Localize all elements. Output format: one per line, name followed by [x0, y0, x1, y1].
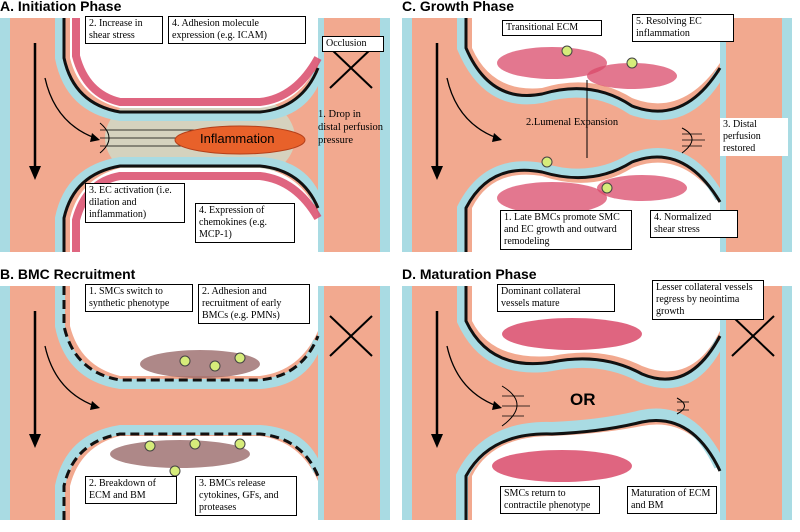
callout-occlusion: Occlusion: [322, 36, 384, 52]
callout-transitional-ecm: Transitional ECM: [502, 20, 602, 36]
panel-title: D. Maturation Phase: [402, 266, 537, 282]
callout-dominant-collateral: Dominant collateral vessels mature: [497, 284, 615, 312]
callout-resolving-inflammation: 5. Resolving EC inflammation: [632, 14, 734, 42]
callout-shear-stress: 2. Increase in shear stress: [85, 16, 163, 44]
vessel-scene: 1. SMCs switch to synthetic phenotype 2.…: [0, 284, 390, 520]
label-or: OR: [570, 390, 596, 409]
callout-normalized-shear: 4. Normalized shear stress: [650, 210, 738, 238]
vessel-scene: Transitional ECM 5. Resolving EC inflamm…: [402, 14, 792, 252]
panel-growth: C. Growth Phase: [402, 0, 792, 252]
label-lumenal-expansion: 2.Lumenal Expansion: [526, 117, 619, 128]
callout-smc-switch: 1. SMCs switch to synthetic phenotype: [85, 284, 193, 312]
vessel-scene: OR Dominant collateral vessels mature Le…: [402, 280, 792, 520]
callout-adhesion-bmc: 2. Adhesion and recruitment of early BMC…: [198, 284, 310, 324]
callout-adhesion-molecule: 4. Adhesion molecule expression (e.g. IC…: [168, 16, 306, 44]
vessel-illustration: [0, 286, 390, 520]
panel-title: C. Growth Phase: [402, 0, 515, 14]
callout-distal-perfusion: 3. Distal perfusion restored: [720, 118, 788, 156]
inflammation-label: Inflammation: [200, 131, 275, 146]
panel-maturation: D. Maturation Phase: [402, 266, 792, 520]
callout-bmc-release: 3. BMCs release cytokines, GFs, and prot…: [195, 476, 297, 516]
panel-bmc-recruitment: B. BMC Recruitment: [0, 266, 390, 520]
callout-maturation-ecm: Maturation of ECM and BM: [627, 486, 717, 514]
panel-title: A. Initiation Phase: [0, 0, 122, 14]
panel-initiation: A. Initiation Phase: [0, 0, 390, 252]
callout-drop-pressure: 1. Drop in distal perfusion pressure: [318, 109, 384, 146]
callout-breakdown-ecm: 2. Breakdown of ECM and BM: [85, 476, 177, 504]
callout-ec-activation: 3. EC activation (i.e. dilation and infl…: [85, 183, 185, 223]
callout-chemokines: 4. Expression of chemokines (e.g. MCP-1): [195, 203, 295, 243]
vessel-scene: Inflammation 2. Increase in shear stress…: [0, 16, 390, 252]
panel-title: B. BMC Recruitment: [0, 266, 136, 282]
vessel-illustration: [402, 286, 792, 520]
callout-late-bmcs: 1. Late BMCs promote SMC and EC growth a…: [500, 210, 632, 250]
callout-smc-return: SMCs return to contractile phenotype: [500, 486, 600, 514]
callout-lesser-collateral: Lesser collateral vessels regress by neo…: [652, 280, 764, 320]
